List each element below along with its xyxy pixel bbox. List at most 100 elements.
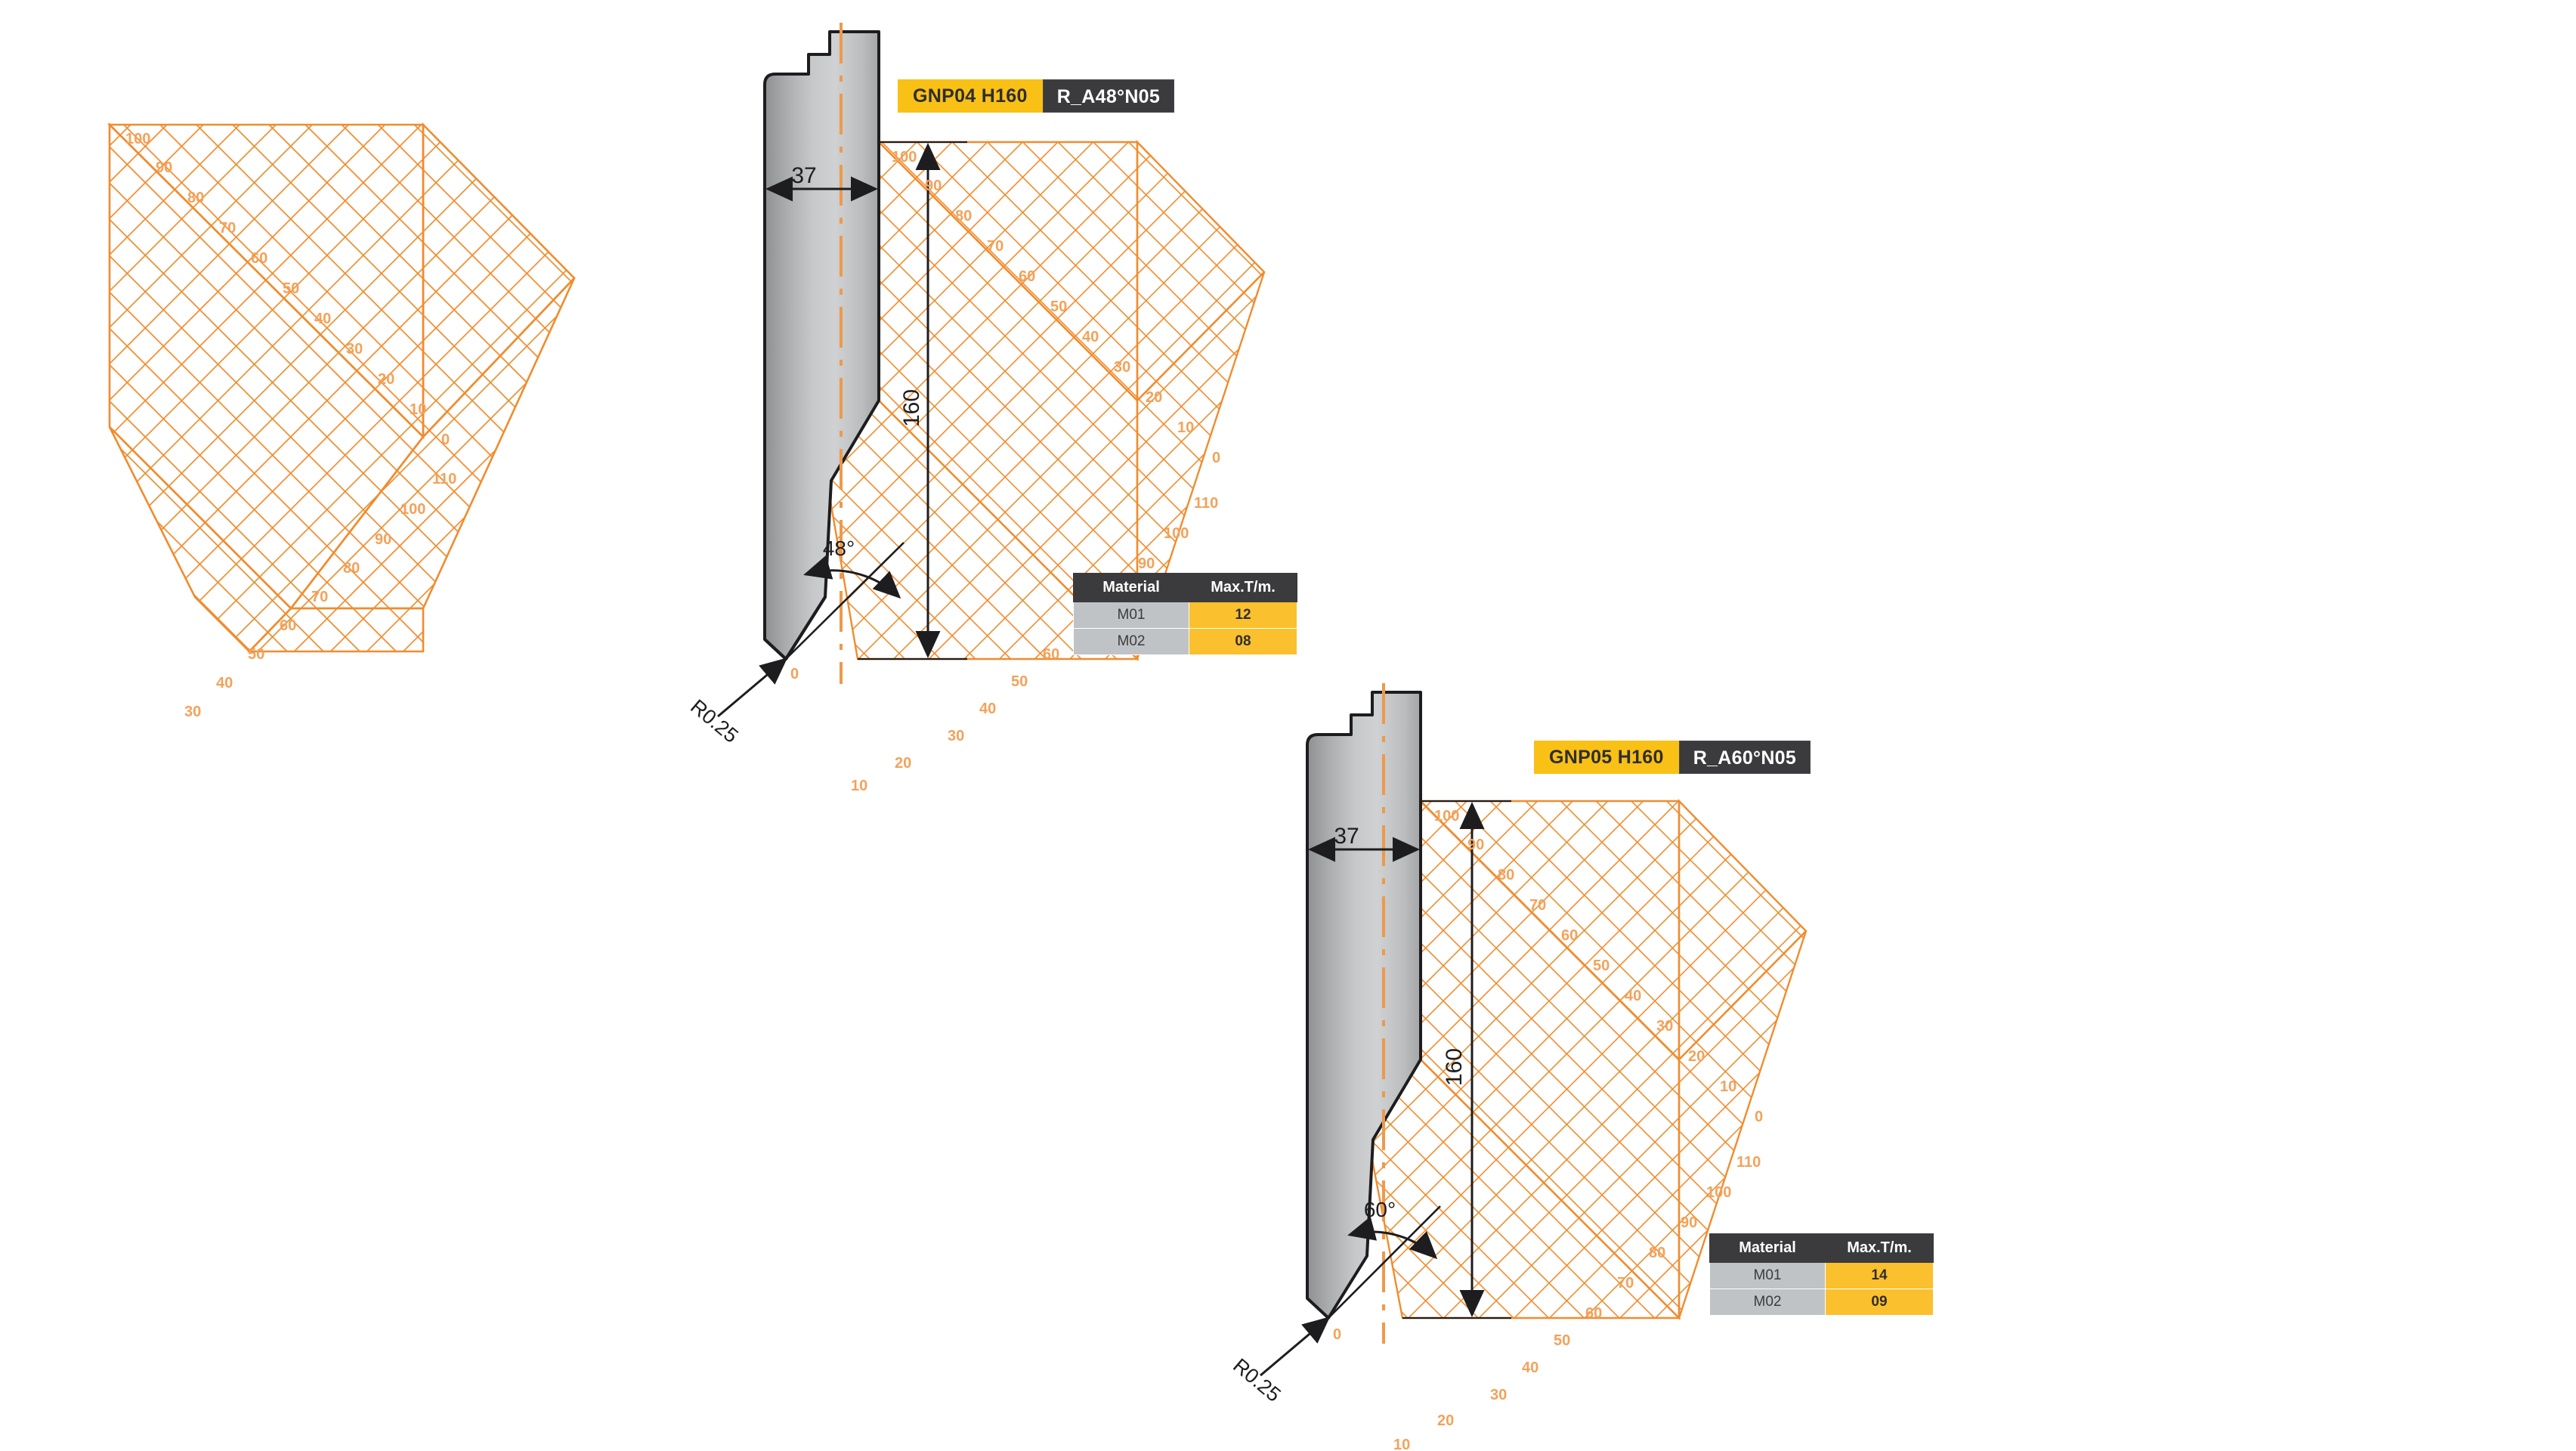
scale-tick: 90	[1467, 837, 1484, 853]
part-spec-badge: R_A60°N05	[1678, 741, 1811, 774]
origin-marker: 0	[1333, 1326, 1341, 1343]
svg-text:80: 80	[343, 560, 360, 577]
upper-scale-numbers: 100 90 80 70 60 50 40 30 20 10 0	[125, 131, 450, 448]
scale-tick: 10	[851, 778, 867, 794]
scale-tick: 100	[1434, 808, 1459, 825]
scale-tick: 0	[1212, 450, 1220, 466]
scale-tick: 60	[1019, 268, 1035, 285]
scale-tick: 80	[1649, 1245, 1665, 1261]
scale-tick: 90	[1138, 555, 1155, 572]
angle-dimension: 48°	[785, 537, 905, 660]
scale-tick: 30	[1656, 1018, 1673, 1035]
scale-tick: 50	[1554, 1332, 1570, 1349]
scale-tick: 50	[1050, 299, 1067, 315]
scale-tick: 60	[1561, 927, 1578, 944]
scale-tick: 20	[1688, 1048, 1705, 1065]
svg-text:60: 60	[251, 250, 267, 267]
header-material: Material	[1709, 1233, 1826, 1263]
table-header-row: Material Max.T/m.	[1073, 573, 1297, 602]
scale-tick: 0	[1755, 1109, 1763, 1125]
scale-tick: 80	[1498, 867, 1514, 883]
radius-callout: R0.25	[1229, 1316, 1331, 1406]
punch-1-geometry: 100 90 80 70 60 50 40 30 20 10 0 110 100…	[107, 122, 576, 720]
svg-text:110: 110	[432, 471, 456, 487]
svg-text:70: 70	[219, 220, 236, 237]
part-label-gnp04: GNP04 H160 R_A48°N05	[898, 79, 1175, 113]
scale-tick: 60	[1585, 1305, 1602, 1322]
scale-tick: 30	[1114, 359, 1130, 376]
scale-tick: 100	[1706, 1184, 1731, 1201]
part-code-badge: GNP04 H160	[898, 79, 1043, 113]
scale-tick: 80	[955, 208, 972, 224]
scale-upper: 100 90 80 70 60 50 40 30 20 10 0	[1434, 808, 1763, 1125]
lower-scale-numbers: 110 100 90 80 70 60 50 40 30	[184, 471, 456, 720]
scale-tick: 20	[895, 755, 911, 772]
scale-tick: 100	[1164, 525, 1189, 542]
svg-text:50: 50	[248, 646, 264, 663]
svg-text:30: 30	[184, 704, 201, 720]
hatched-envelope	[107, 122, 576, 653]
angle-value: 48°	[823, 537, 855, 560]
svg-text:50: 50	[283, 280, 299, 297]
scale-tick: 10	[1177, 419, 1194, 436]
scale-tick: 90	[925, 178, 942, 194]
origin-marker: 0	[790, 666, 799, 682]
svg-text:10: 10	[410, 401, 426, 418]
table-row: M01 14	[1709, 1262, 1934, 1289]
material-table-gnp04: Material Max.T/m. M01 12 M02 08	[1073, 573, 1297, 655]
table-row: M01 12	[1073, 602, 1297, 629]
height-dimension: 160	[1402, 800, 1511, 1320]
part-label-gnp05: GNP05 H160 R_A60°N05	[1534, 741, 1811, 774]
part-code-badge: GNP05 H160	[1534, 741, 1679, 774]
scale-tick: 40	[1625, 988, 1641, 1004]
height-value: 160	[1442, 1048, 1467, 1086]
cell-max-tonnage: 08	[1189, 628, 1297, 655]
svg-text:90: 90	[156, 159, 172, 176]
scale-tick: 30	[1490, 1387, 1507, 1403]
svg-text:70: 70	[311, 589, 328, 605]
svg-text:20: 20	[378, 371, 394, 388]
svg-text:40: 40	[216, 675, 233, 691]
header-material: Material	[1073, 573, 1189, 602]
height-dimension: 160	[858, 141, 967, 661]
scale-tick: 20	[1146, 389, 1162, 406]
header-max-tonnage: Max.T/m.	[1189, 573, 1297, 602]
scale-tick: 60	[1043, 646, 1059, 663]
svg-text:30: 30	[346, 341, 363, 357]
width-dimension: 37	[765, 163, 878, 202]
scale-tick: 50	[1011, 673, 1028, 690]
scale-tick: 10	[1393, 1437, 1410, 1451]
scale-tick: 50	[1593, 958, 1610, 974]
punch-1-overlay: 37 160 48° R0.25 0	[686, 23, 1266, 794]
cell-max-tonnage: 14	[1825, 1262, 1934, 1289]
cell-material: M01	[1073, 602, 1189, 629]
table-row: M02 08	[1073, 628, 1297, 655]
scale-tick: 110	[1194, 495, 1218, 512]
scale-tick: 20	[1437, 1412, 1454, 1429]
scale-tick: 30	[948, 728, 964, 744]
table-row: M02 09	[1709, 1289, 1934, 1316]
scale-tick: 10	[1720, 1078, 1736, 1095]
scale-tick: 110	[1736, 1154, 1761, 1171]
width-value: 37	[791, 163, 816, 188]
scale-tick: 40	[979, 701, 996, 717]
scale-upper: 100 90 80 70 60 50 40 30 20 10 0	[892, 149, 1220, 466]
scale-tick: 100	[892, 149, 917, 166]
svg-text:60: 60	[280, 617, 296, 634]
scale-tick: 70	[987, 238, 1003, 255]
table-header-row: Material Max.T/m.	[1709, 1233, 1934, 1263]
working-envelope-hatch	[1368, 799, 1808, 1320]
width-dimension: 37	[1308, 824, 1420, 862]
svg-text:80: 80	[187, 190, 204, 206]
scale-tick: 70	[1529, 897, 1546, 914]
scale-tick: 40	[1082, 329, 1099, 345]
svg-text:90: 90	[375, 531, 391, 548]
angle-value: 60°	[1364, 1198, 1396, 1221]
cell-max-tonnage: 12	[1189, 602, 1297, 629]
svg-text:40: 40	[314, 311, 331, 327]
scale-tick: 40	[1522, 1360, 1538, 1376]
cell-max-tonnage: 09	[1825, 1289, 1934, 1316]
angle-dimension: 60°	[1328, 1198, 1441, 1319]
working-envelope-hatch	[826, 140, 1266, 661]
